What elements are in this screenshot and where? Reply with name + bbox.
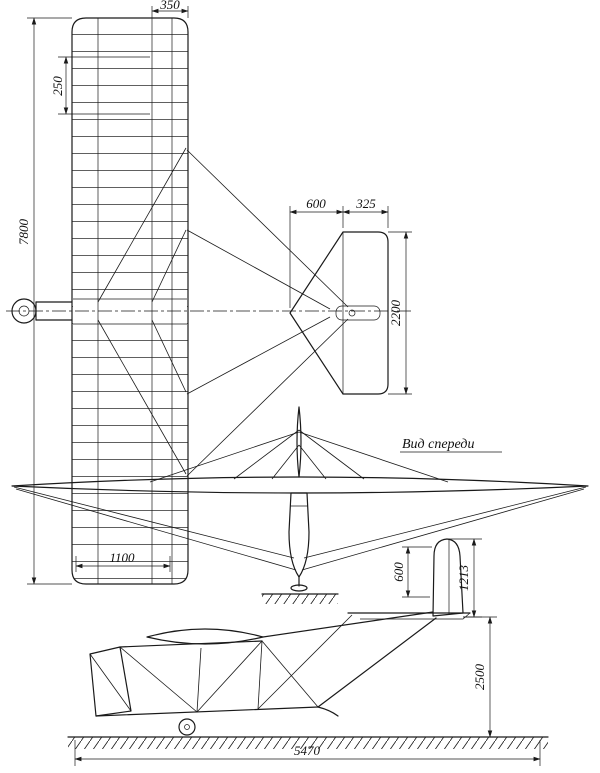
truss-members [119,614,353,713]
elevator-side [360,612,471,620]
wing-plan-edge [71,17,189,585]
dim-250-label: 250 [50,76,65,96]
wheel [178,718,196,736]
lower-boom [317,617,437,708]
plan-view [6,17,412,585]
dim-2200-label: 2200 [388,300,403,327]
dim-250: 250 [50,56,150,115]
dim-1213-label: 1213 [456,565,471,592]
nose-diagonal [89,653,132,712]
wheel-hub [184,724,190,730]
dim-600-side: 600 [391,546,432,598]
dim-350-label: 350 [159,0,180,12]
skid-shoe [290,584,308,592]
cabane-struts [149,429,449,483]
mast [296,406,302,478]
fuselage-pod-front [288,492,310,578]
wing-center-section [73,294,187,330]
dim-5470-label: 5470 [294,743,321,758]
dim-350: 350 [151,0,189,18]
dim-2500-label: 2500 [472,664,487,691]
dim-2500: 2500 [463,616,497,738]
tail-pivot [348,309,356,317]
tail-skid [317,706,339,717]
front-view: Вид спереди [11,406,589,604]
tail-plan-view [289,231,389,395]
dim-600-side-label: 600 [391,562,406,582]
bottom-longeron [95,706,319,717]
ground-hatch-front [262,594,338,604]
upper-boom [262,611,434,638]
dim-7800: 7800 [16,17,72,585]
side-view [67,538,549,749]
dim-600-tail: 600 [289,196,389,308]
dimensions: 350 250 7800 1100 600 [16,0,541,766]
front-view-label: Вид спереди [402,437,475,452]
dim-600-tail-label: 600 [306,196,326,211]
nose-frame [89,646,132,717]
tail-bracing-wires [186,149,349,477]
ground-hatch-side [68,737,548,749]
dim-1100: 1100 [75,550,171,572]
tail-fitting [335,305,381,321]
dim-5470: 5470 [74,740,541,766]
dim-1213: 1213 [447,538,482,618]
wing-bracing-wires [97,147,187,475]
dim-325: 325 [342,196,389,215]
dim-7800-label: 7800 [16,219,31,246]
dim-2200: 2200 [388,231,412,395]
dim-1100-label: 1100 [109,550,135,565]
stabilizer-outline [289,231,389,395]
dim-325-label: 325 [355,196,376,211]
wing-front-view [11,476,589,494]
landing-wires [13,486,587,571]
